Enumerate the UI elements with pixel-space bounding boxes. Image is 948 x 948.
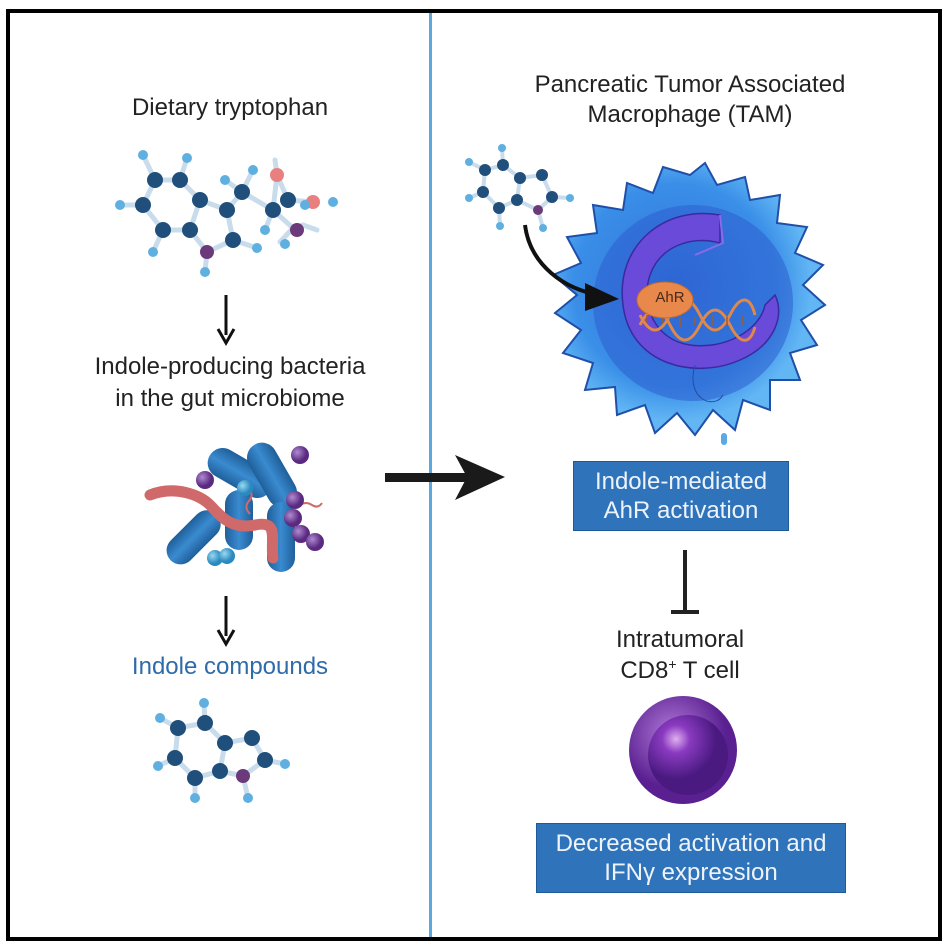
figure-frame xyxy=(6,9,942,941)
tcell-label-prefix: CD8 xyxy=(620,657,669,684)
tam-label-line2: Macrophage (TAM) xyxy=(587,101,793,128)
tcell-label-sup: + xyxy=(668,656,677,672)
indole-molecule-icon xyxy=(153,698,290,803)
outcome-box: Decreased activation and IFNγ expression xyxy=(536,823,846,893)
gut-bacteria-icon xyxy=(144,442,324,572)
curved-arrow-icon xyxy=(523,224,619,311)
arrow-right-icon xyxy=(385,455,505,500)
arrow-down-icon xyxy=(216,295,236,347)
ahr-activation-line2: AhR activation xyxy=(603,497,759,524)
bacteria-label-line1: Indole-producing bacteria xyxy=(94,353,366,380)
tcell-label-suffix: T cell xyxy=(676,657,740,684)
tcell-label-line2: CD8+ T cell xyxy=(560,656,800,685)
tam-label-line1: Pancreatic Tumor Associated xyxy=(534,71,846,98)
cd8-tcell-icon xyxy=(629,696,737,804)
macrophage-cell-icon xyxy=(551,161,827,445)
tryptophan-molecule-icon xyxy=(115,150,338,277)
ahr-activation-box: Indole-mediated AhR activation xyxy=(573,461,789,531)
dietary-tryptophan-label: Dietary tryptophan xyxy=(131,94,329,121)
indole-compounds-label: Indole compounds xyxy=(131,653,329,680)
outcome-line1: Decreased activation and xyxy=(555,830,827,857)
inhibition-bar-icon xyxy=(671,550,699,614)
outcome-line2: IFNγ expression xyxy=(604,859,778,886)
ahr-activation-line1: Indole-mediated xyxy=(594,468,768,495)
tcell-label-line1: Intratumoral xyxy=(615,626,745,653)
indole-molecule-icon-small xyxy=(465,144,574,232)
arrow-down-icon-2 xyxy=(216,596,236,648)
ahr-receptor-label: AhR xyxy=(655,289,685,306)
bacteria-label-line2: in the gut microbiome xyxy=(115,385,345,412)
